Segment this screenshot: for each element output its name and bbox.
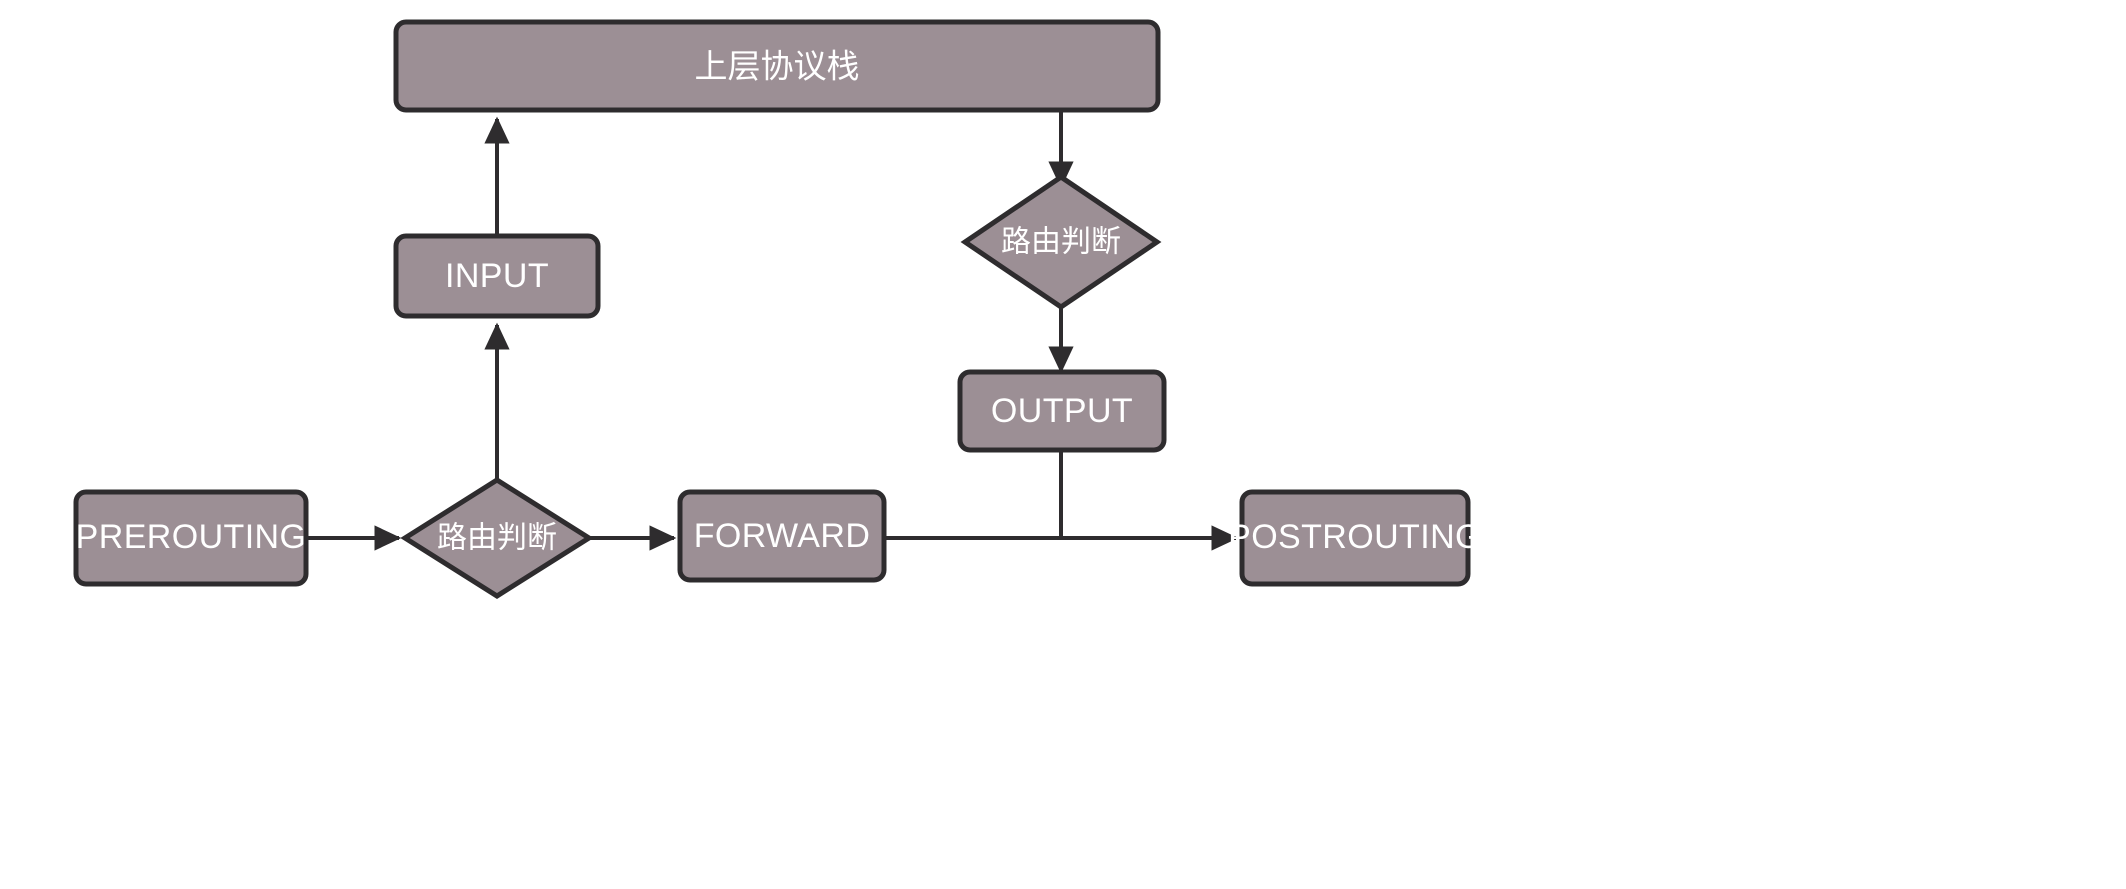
node-upper-stack-label: 上层协议栈 bbox=[695, 47, 860, 86]
node-forward-label: FORWARD bbox=[694, 517, 871, 555]
node-route-decision-output-shape bbox=[960, 173, 1162, 311]
node-output[interactable]: OUTPUT bbox=[957, 369, 1167, 453]
node-prerouting-label: PREROUTING bbox=[76, 518, 307, 556]
node-forward-shape bbox=[677, 489, 887, 583]
node-postrouting-shape bbox=[1239, 489, 1471, 587]
node-output-shape bbox=[957, 369, 1167, 453]
node-postrouting[interactable]: POSTROUTING bbox=[1228, 489, 1482, 587]
node-input-label: INPUT bbox=[445, 257, 549, 295]
node-upper-stack-shape bbox=[393, 19, 1161, 113]
node-prerouting-shape bbox=[73, 489, 309, 587]
node-input-shape bbox=[393, 233, 601, 319]
node-forward[interactable]: FORWARD bbox=[677, 489, 887, 583]
node-route-decision-forward-shape bbox=[400, 477, 594, 599]
node-output-label: OUTPUT bbox=[991, 392, 1133, 430]
node-route-decision-output-label: 路由判断 bbox=[1001, 225, 1121, 260]
node-layer: 上层协议栈 INPUT 路由判断 OUTPUT PREROUTING bbox=[73, 19, 1482, 599]
node-route-decision-forward-label: 路由判断 bbox=[437, 521, 557, 556]
node-route-decision-output[interactable]: 路由判断 bbox=[960, 173, 1162, 311]
node-prerouting[interactable]: PREROUTING bbox=[73, 489, 309, 587]
node-postrouting-label: POSTROUTING bbox=[1228, 518, 1482, 556]
node-upper-stack[interactable]: 上层协议栈 bbox=[393, 19, 1161, 113]
edge-layer bbox=[306, 110, 1239, 551]
node-input[interactable]: INPUT bbox=[393, 233, 601, 319]
node-route-decision-forward[interactable]: 路由判断 bbox=[400, 477, 594, 599]
